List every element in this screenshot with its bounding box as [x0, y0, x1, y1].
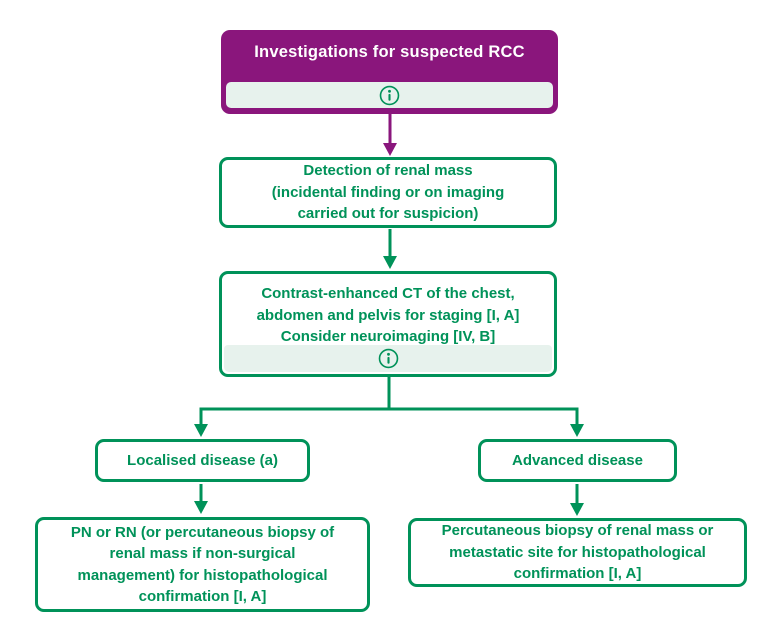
- localised-action-line-1: PN or RN (or percutaneous biopsy of: [70, 523, 335, 541]
- title-box: Investigations for suspected RCC: [221, 30, 558, 114]
- detection-line-1: Detection of renal mass: [303, 162, 473, 180]
- ct-info-button[interactable]: [224, 345, 552, 372]
- localised-action-line-3: management) for histopathological: [77, 566, 328, 584]
- ct-line-3: Consider neuroimaging [IV, B]: [280, 328, 496, 345]
- localised-disease-label: Localised disease (a): [127, 451, 278, 469]
- localised-action-box: PN or RN (or percutaneous biopsy of rena…: [35, 517, 370, 612]
- page-title: Investigations for suspected RCC: [254, 43, 525, 61]
- advanced-action-line-3: confirmation [I, A]: [513, 565, 642, 583]
- advanced-action-line-1: Percutaneous biopsy of renal mass or: [441, 522, 714, 540]
- advanced-disease-label: Advanced disease: [512, 451, 643, 469]
- title-info-button[interactable]: [226, 82, 553, 108]
- localised-action-line-2: renal mass if non-surgical: [109, 545, 296, 562]
- advanced-disease-box: Advanced disease: [478, 439, 677, 482]
- detection-box: Detection of renal mass (incidental find…: [219, 157, 557, 228]
- connector-advanced-to-action: [570, 484, 584, 516]
- connector-localised-to-action: [194, 484, 208, 514]
- ct-line-2: abdomen and pelvis for staging [I, A]: [256, 306, 520, 324]
- detection-line-2: (incidental finding or on imaging: [271, 183, 505, 201]
- detection-line-3: carried out for suspicion): [297, 205, 479, 223]
- info-icon: [379, 85, 400, 105]
- ct-staging-box: Contrast-enhanced CT of the chest, abdom…: [219, 271, 557, 377]
- info-icon: [378, 348, 398, 369]
- connector-ct-branch: [194, 377, 584, 437]
- localised-disease-box: Localised disease (a): [95, 439, 310, 482]
- connector-title-to-detection: [383, 114, 397, 156]
- advanced-action-box: Percutaneous biopsy of renal mass or met…: [408, 518, 747, 587]
- localised-action-line-4: confirmation [I, A]: [138, 588, 267, 605]
- advanced-action-line-2: metastatic site for histopathological: [449, 543, 706, 561]
- connector-detection-to-ct: [383, 229, 397, 269]
- ct-line-1: Contrast-enhanced CT of the chest,: [261, 285, 515, 302]
